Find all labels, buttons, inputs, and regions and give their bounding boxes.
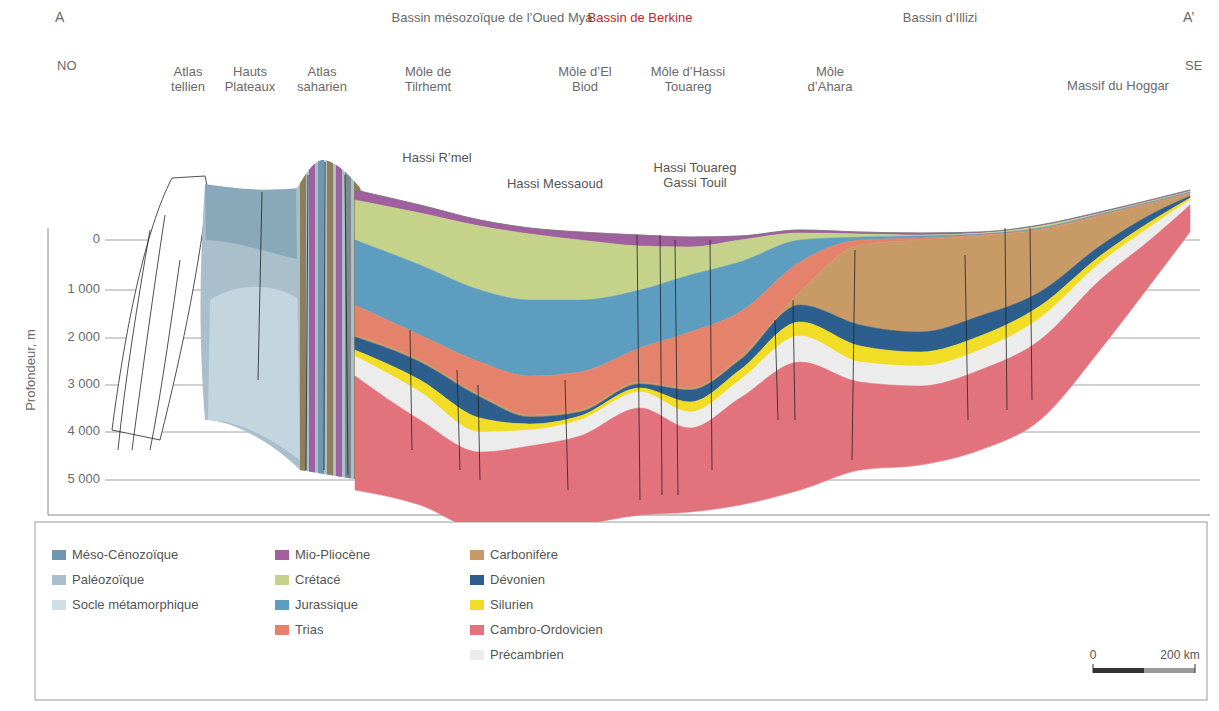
- legend-text: Mio-Pliocène: [295, 547, 370, 562]
- legend-swatch: [470, 600, 484, 610]
- legend-swatch: [275, 550, 289, 560]
- legend-text: Trias: [295, 622, 323, 637]
- legend-text: Dévonien: [490, 572, 545, 587]
- section-label: 4 000: [67, 423, 100, 438]
- section-label: 3 000: [67, 376, 100, 391]
- section-label: Hassi Touareg Gassi Touil: [645, 160, 745, 190]
- legend-text: Carbonifère: [490, 547, 558, 562]
- legend-swatch: [52, 600, 66, 610]
- section-label: Hassi R’mel: [402, 150, 471, 165]
- strata: [355, 190, 1190, 532]
- legend-text: Silurien: [490, 597, 533, 612]
- legend-swatch: [470, 575, 484, 585]
- section-label: 2 000: [67, 329, 100, 344]
- legend-text: Précambrien: [490, 647, 564, 662]
- section-label: Hauts Plateaux: [220, 64, 280, 94]
- legend-swatch: [275, 600, 289, 610]
- faults: [410, 228, 1032, 500]
- legend-swatch: [275, 575, 289, 585]
- legend-text: Jurassique: [295, 597, 358, 612]
- legend-swatch: [470, 550, 484, 560]
- legend-text: Socle métamorphique: [72, 597, 198, 612]
- section-label: Atlas saharien: [292, 64, 352, 94]
- section-label: 0: [1090, 648, 1097, 663]
- section-label: Môle d’Ahara: [797, 64, 863, 94]
- section-label: 200 km: [1160, 648, 1199, 663]
- section-label: NO: [57, 58, 77, 73]
- section-label: Profondeur, m: [23, 329, 38, 411]
- legend-swatch: [52, 550, 66, 560]
- section-label: SE: [1185, 58, 1202, 73]
- legend-swatch: [275, 625, 289, 635]
- section-label: Môle d’El Biod: [552, 64, 618, 94]
- legend-swatch: [52, 575, 66, 585]
- section-label: Bassin d’Illizi: [903, 10, 977, 25]
- section-label: A: [55, 10, 64, 25]
- section-label: A’: [1183, 10, 1194, 25]
- section-label: Bassin mésozoïque de l’Oued Mya: [392, 10, 593, 25]
- section-label: 5 000: [67, 471, 100, 486]
- section-label: Massif du Hoggar: [1067, 78, 1169, 93]
- legend-text: Méso-Cénozoïque: [72, 547, 178, 562]
- legend-frame: [35, 522, 1207, 700]
- section-label: Môle de Tilrhemt: [388, 64, 468, 94]
- section-label: Hassi Messaoud: [507, 176, 603, 191]
- section-label: Atlas tellien: [158, 64, 218, 94]
- section-label: 1 000: [67, 281, 100, 296]
- legend-swatch: [470, 625, 484, 635]
- section-label: 0: [93, 231, 100, 246]
- legend-text: Crétacé: [295, 572, 341, 587]
- legend-text: Cambro-Ordovicien: [490, 622, 603, 637]
- legend-text: Paléozoïque: [72, 572, 144, 587]
- section-label: Bassin de Berkine: [588, 10, 693, 25]
- scale-bar: [1093, 664, 1195, 673]
- section-label: Môle d’Hassi Touareg: [638, 64, 738, 94]
- atlas-block: [112, 150, 366, 490]
- legend-swatch: [470, 650, 484, 660]
